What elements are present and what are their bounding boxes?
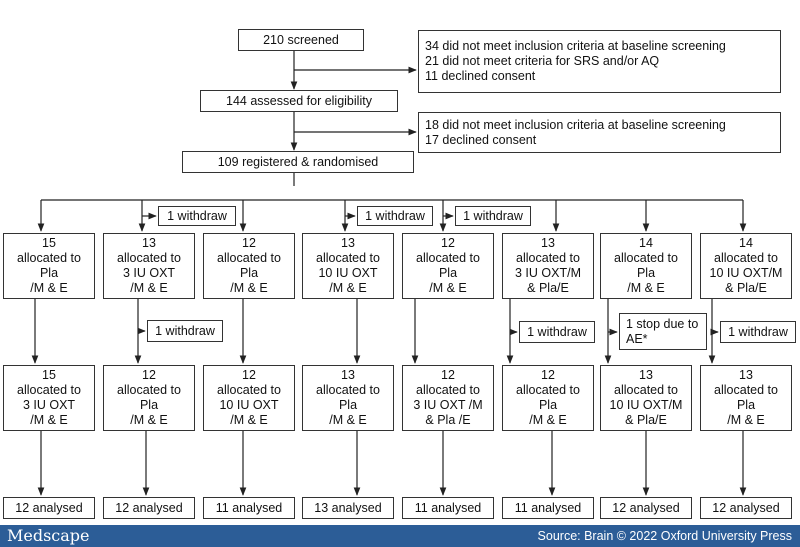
exclusion-line: 34 did not meet inclusion criteria at ba… — [425, 39, 726, 53]
exclusion-line: 21 did not meet criteria for SRS and/or … — [425, 54, 660, 68]
flow-boxes: 210 screened 34 did not meet inclusion c… — [3, 29, 796, 519]
analysed-box: 11 analysed — [502, 497, 594, 519]
analysed-box: 11 analysed — [402, 497, 494, 519]
randomised-box: 109 registered & randomised — [182, 151, 414, 173]
withdraw-box: 1 withdraw — [720, 321, 796, 343]
stop-ae-box: 1 stop due to AE* — [619, 313, 707, 350]
footer-bar: Medscape Source: Brain © 2022 Oxford Uni… — [0, 525, 800, 547]
analysed-box: 12 analysed — [700, 497, 792, 519]
exclusion-box-1: 34 did not meet inclusion criteria at ba… — [418, 30, 781, 93]
medscape-logo: Medscape — [7, 526, 90, 545]
analysed-box: 12 analysed — [3, 497, 95, 519]
withdraw-box: 1 withdraw — [147, 320, 223, 342]
source-credit: Source: Brain © 2022 Oxford University P… — [537, 529, 792, 543]
exclusion-line: 11 declined consent — [425, 69, 536, 83]
screened-box: 210 screened — [238, 29, 364, 51]
analysed-box: 12 analysed — [600, 497, 692, 519]
exclusion-line: 18 did not meet inclusion criteria at ba… — [425, 117, 726, 132]
exclusion-line: 17 declined consent — [425, 132, 537, 147]
assessed-box: 144 assessed for eligibility — [200, 90, 398, 112]
withdraw-box: 1 withdraw — [455, 206, 531, 226]
analysed-box: 12 analysed — [103, 497, 195, 519]
analysed-box: 13 analysed — [302, 497, 394, 519]
withdraw-box: 1 withdraw — [357, 206, 433, 226]
analysed-box: 11 analysed — [203, 497, 295, 519]
withdraw-box: 1 withdraw — [519, 321, 595, 343]
randomised-text: 109 registered & randomised — [217, 154, 379, 169]
assessed-text: 144 assessed for eligibility — [226, 93, 372, 108]
exclusion-box-2: 18 did not meet inclusion criteria at ba… — [418, 112, 781, 153]
withdraw-box: 1 withdraw — [158, 206, 236, 226]
screened-text: 210 screened — [263, 32, 339, 47]
flow-diagram-lines — [31, 51, 747, 496]
